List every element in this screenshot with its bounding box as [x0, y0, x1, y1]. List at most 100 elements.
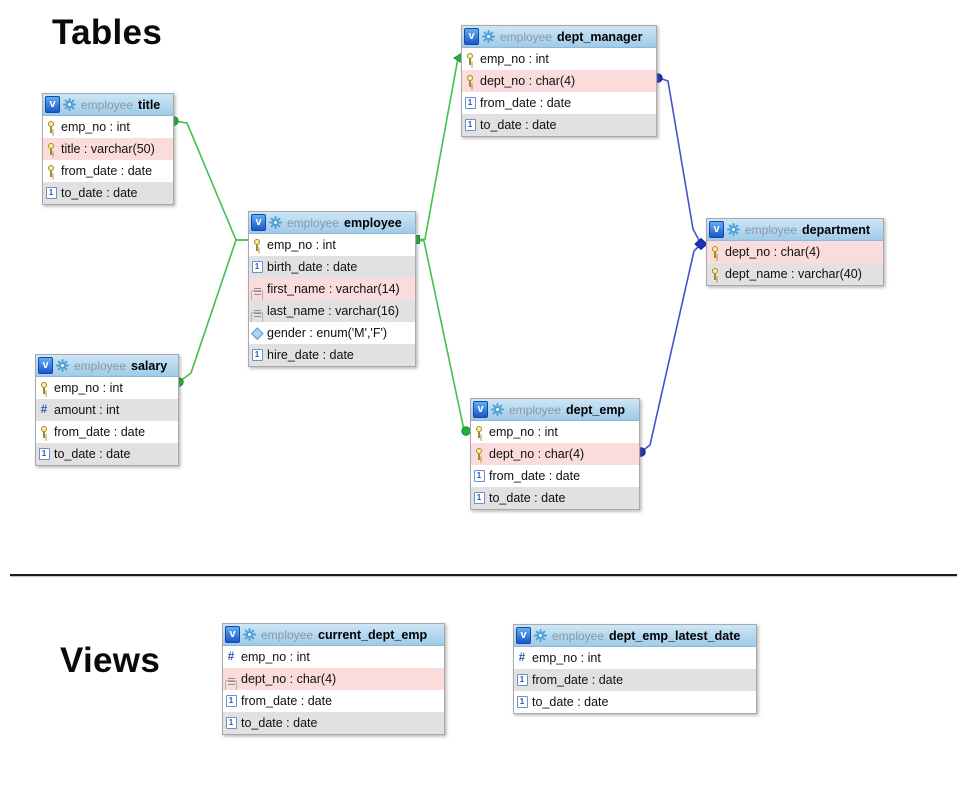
date-icon [471, 492, 487, 504]
gear-icon [727, 223, 740, 236]
column-row: last_name : varchar(16) [249, 300, 415, 322]
column-text: dept_no : char(4) [480, 74, 576, 88]
column-text: emp_no : int [489, 425, 558, 439]
table-name: salary [131, 358, 168, 373]
text-icon [249, 311, 265, 318]
gear-icon [269, 216, 282, 229]
schema-label: employee [552, 628, 605, 643]
column-text: hire_date : date [267, 348, 354, 362]
column-text: emp_no : int [61, 120, 130, 134]
view-badge-icon: v [709, 221, 724, 238]
date-icon [223, 695, 239, 707]
table-name: title [138, 97, 161, 112]
relation-dept-manager-department [658, 77, 706, 245]
table-header[interactable]: v employee dept_emp [471, 399, 639, 421]
column-row: dept_no : char(4) [707, 241, 883, 263]
column-row: emp_no : int [43, 116, 173, 138]
table-header[interactable]: v employee title [43, 94, 173, 116]
column-row: emp_no : int [462, 48, 656, 70]
table-dept-manager[interactable]: v employee dept_manager emp_no : int dep… [461, 25, 657, 137]
table-salary[interactable]: v employee salary emp_no : int amount : … [35, 354, 179, 466]
relation-employee-dept-emp [415, 239, 471, 432]
relation-title-employee [173, 120, 248, 241]
key-icon [471, 447, 487, 461]
column-text: emp_no : int [267, 238, 336, 252]
table-header[interactable]: v employee employee [249, 212, 415, 234]
column-text: amount : int [54, 403, 120, 417]
tables-section-heading: Tables [52, 13, 163, 52]
table-header[interactable]: v employee department [707, 219, 883, 241]
column-text: from_date : date [241, 694, 333, 708]
table-name: employee [344, 215, 402, 230]
column-row: first_name : varchar(14) [249, 278, 415, 300]
view-badge-icon: v [251, 214, 266, 231]
table-header[interactable]: v employee current_dept_emp [223, 624, 444, 646]
column-text: dept_no : char(4) [489, 447, 585, 461]
key-icon [36, 381, 52, 395]
connector-dot-dept-emp-left [461, 426, 471, 436]
column-row: title : varchar(50) [43, 138, 173, 160]
table-department[interactable]: v employee department dept_no : char(4) … [706, 218, 884, 286]
table-dept-emp[interactable]: v employee dept_emp emp_no : int dept_no… [470, 398, 640, 510]
column-text: emp_no : int [480, 52, 549, 66]
schema-label: employee [81, 97, 134, 112]
key-icon [249, 238, 265, 252]
table-header[interactable]: v employee dept_emp_latest_date [514, 625, 756, 647]
table-header[interactable]: v employee dept_manager [462, 26, 656, 48]
column-row: birth_date : date [249, 256, 415, 278]
column-text: birth_date : date [267, 260, 358, 274]
enum-icon [249, 329, 265, 338]
column-text: from_date : date [61, 164, 153, 178]
column-row: from_date : date [223, 690, 444, 712]
table-name: current_dept_emp [318, 627, 428, 642]
table-employee[interactable]: v employee employee emp_no : int birth_d… [248, 211, 416, 367]
column-row: emp_no : int [36, 377, 178, 399]
number-icon [223, 651, 239, 663]
view-badge-icon: v [38, 357, 53, 374]
table-title[interactable]: v employee title emp_no : int title : va… [42, 93, 174, 205]
column-row: from_date : date [514, 669, 756, 691]
view-badge-icon: v [45, 96, 60, 113]
gear-icon [534, 629, 547, 642]
relation-employee-dept-manager [415, 57, 461, 241]
table-name: department [802, 222, 871, 237]
column-row: dept_no : char(4) [462, 70, 656, 92]
text-icon [249, 289, 265, 296]
gear-icon [63, 98, 76, 111]
section-divider [10, 574, 957, 576]
column-text: dept_no : char(4) [725, 245, 821, 259]
column-text: last_name : varchar(16) [267, 304, 400, 318]
column-text: to_date : date [61, 186, 138, 200]
table-name: dept_emp_latest_date [609, 628, 741, 643]
view-dept-emp-latest-date[interactable]: v employee dept_emp_latest_date emp_no :… [513, 624, 757, 714]
date-icon [514, 674, 530, 686]
table-header[interactable]: v employee salary [36, 355, 178, 377]
gear-icon [243, 628, 256, 641]
column-text: first_name : varchar(14) [267, 282, 400, 296]
view-badge-icon: v [516, 627, 531, 644]
relation-salary-employee [178, 239, 248, 383]
schema-label: employee [74, 358, 127, 373]
column-text: gender : enum('M','F') [267, 326, 388, 340]
column-row: dept_no : char(4) [471, 443, 639, 465]
column-row: hire_date : date [249, 344, 415, 366]
view-badge-icon: v [473, 401, 488, 418]
column-text: to_date : date [480, 118, 557, 132]
schema-label: employee [500, 29, 553, 44]
column-text: to_date : date [532, 695, 609, 709]
column-row: dept_name : varchar(40) [707, 263, 883, 285]
view-badge-icon: v [464, 28, 479, 45]
date-icon [249, 349, 265, 361]
column-text: dept_name : varchar(40) [725, 267, 862, 281]
date-icon [223, 717, 239, 729]
view-current-dept-emp[interactable]: v employee current_dept_emp emp_no : int… [222, 623, 445, 735]
column-text: from_date : date [489, 469, 581, 483]
column-row: to_date : date [462, 114, 656, 136]
date-icon [36, 448, 52, 460]
date-icon [462, 97, 478, 109]
column-text: to_date : date [489, 491, 566, 505]
table-name: dept_manager [557, 29, 643, 44]
column-text: to_date : date [54, 447, 131, 461]
schema-label: employee [287, 215, 340, 230]
